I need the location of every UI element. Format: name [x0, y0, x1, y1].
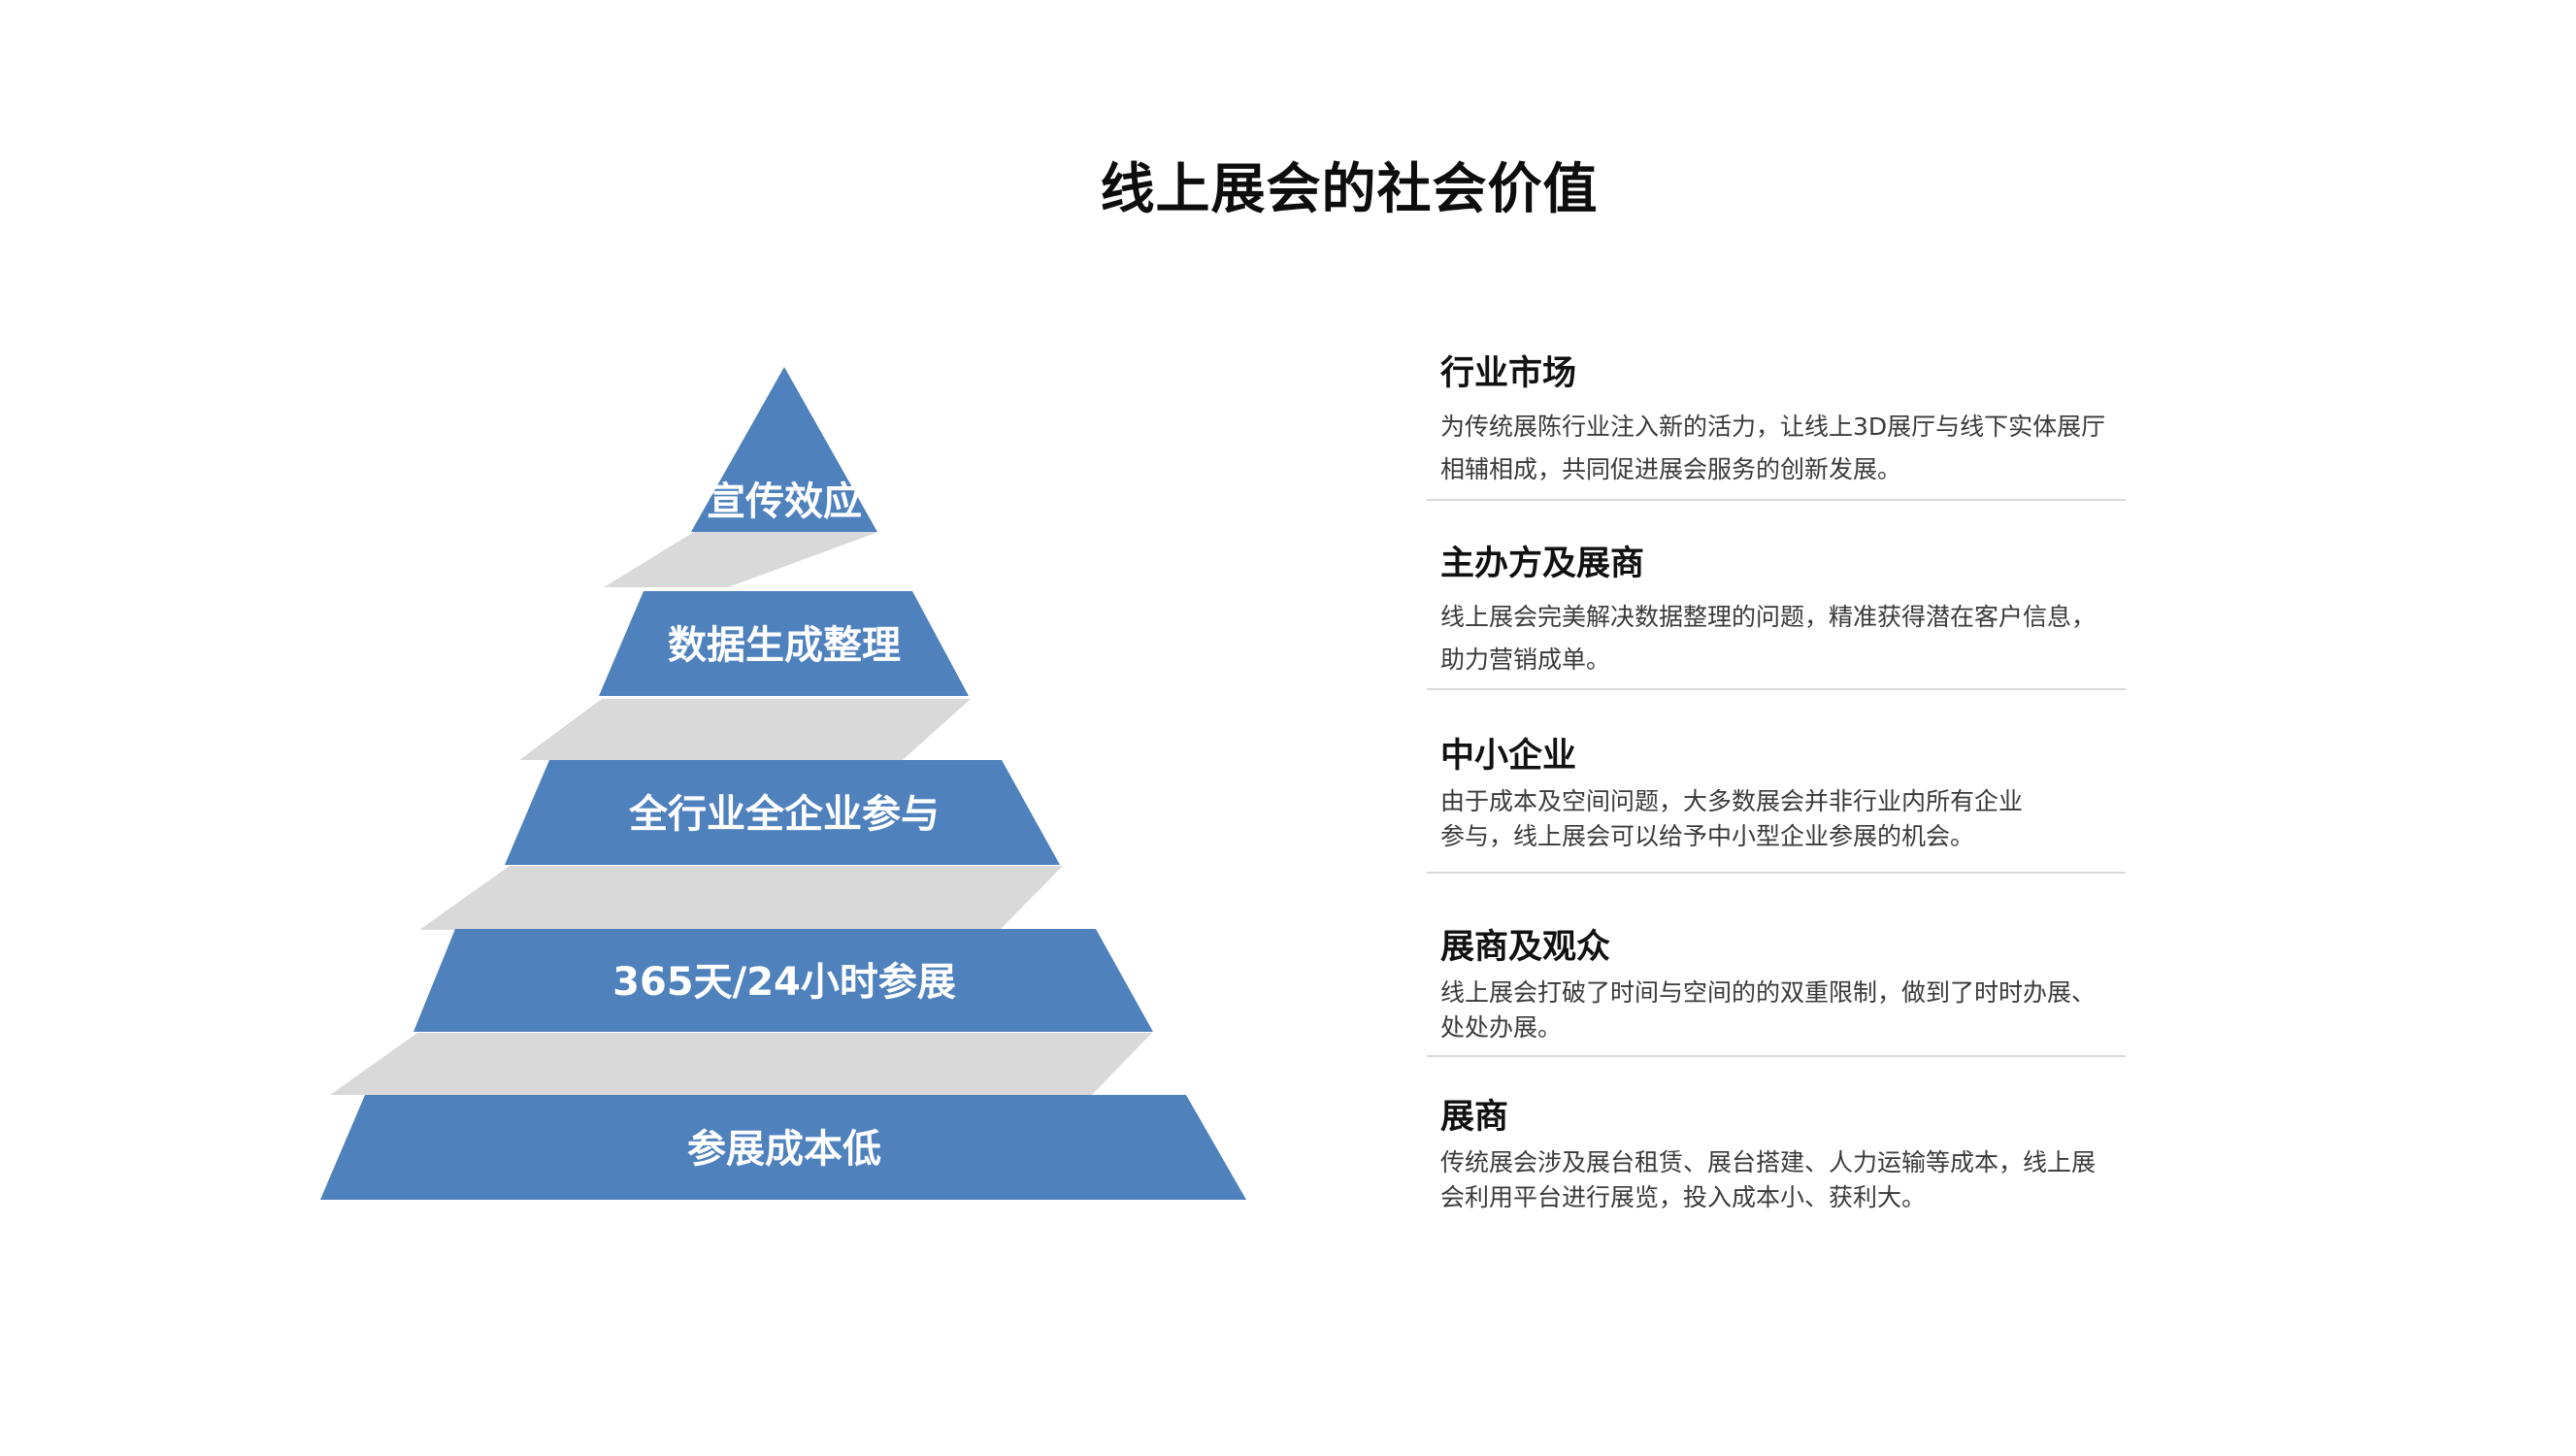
info-text-line: 线上展会打破了时间与空间的的双重限制，做到了时时办展、 [1440, 978, 2097, 1007]
pyramid-connector [419, 866, 1063, 930]
info-text-line: 参与，线上展会可以给予中小型企业参展的机会。 [1440, 822, 1975, 850]
info-text: 为传统展陈行业注入新的活力，让线上3D展厅与线下实体展厅 相辅相成，共同促进展会… [1440, 406, 2120, 491]
info-divider [1427, 499, 2126, 501]
page-title: 线上展会的社会价值 [1100, 158, 1599, 221]
info-heading: 展商 [1440, 1098, 1509, 1137]
info-divider [1427, 872, 2126, 874]
pyramid-tier-label: 参展成本低 [687, 1127, 881, 1172]
info-text-line: 由于成本及空间问题，大多数展会并非行业内所有企业 [1440, 787, 2024, 815]
pyramid-tier-label: 365天/24小时参展 [612, 960, 956, 1005]
pyramid-tier-1 [691, 367, 877, 532]
pyramid-connector [330, 1033, 1152, 1095]
info-text-line: 处处办展。 [1440, 1013, 1563, 1042]
info-divider [1427, 1055, 2126, 1057]
pyramid-connector [519, 699, 971, 760]
pyramid-tier-2 [599, 591, 969, 696]
info-text: 线上展会打破了时间与空间的的双重限制，做到了时时办展、 处处办展。 [1440, 976, 2120, 1045]
pyramid-tier-3 [505, 760, 1060, 865]
info-text-line: 助力营销成单。 [1440, 645, 1611, 674]
info-text: 线上展会完美解决数据整理的问题，精准获得潜在客户信息， 助力营销成单。 [1440, 596, 2120, 681]
info-text-line: 传统展会涉及展台租赁、展台搭建、人力运输等成本，线上展 [1440, 1148, 2097, 1176]
pyramid-connector [604, 532, 878, 587]
pyramid-tier-label: 全行业全企业参与 [628, 792, 940, 837]
pyramid-tier-label: 数据生成整理 [668, 623, 901, 668]
info-text-line: 会利用平台进行展览，投入成本小、获利大。 [1440, 1183, 1927, 1211]
pyramid-tier-label: 宣传效应 [707, 480, 862, 524]
info-heading: 展商及观众 [1440, 928, 1611, 967]
pyramid-tier-4 [413, 929, 1153, 1032]
info-text-line: 为传统展陈行业注入新的活力，让线上3D展厅与线下实体展厅 [1440, 413, 2106, 441]
info-text: 由于成本及空间问题，大多数展会并非行业内所有企业 参与，线上展会可以给予中小型企… [1440, 784, 2120, 854]
info-heading: 行业市场 [1440, 354, 1577, 393]
info-text: 传统展会涉及展台租赁、展台搭建、人力运输等成本，线上展 会利用平台进行展览，投入… [1440, 1145, 2120, 1215]
info-list: 行业市场 为传统展陈行业注入新的活力，让线上3D展厅与线下实体展厅 相辅相成，共… [1427, 0, 2126, 1456]
info-text-line: 线上展会完美解决数据整理的问题，精准获得潜在客户信息， [1440, 603, 2097, 631]
info-divider [1427, 688, 2126, 690]
info-text-line: 相辅相成，共同促进展会服务的创新发展。 [1440, 455, 1902, 483]
pyramid-tier-5 [320, 1095, 1246, 1200]
info-heading: 中小企业 [1440, 737, 1577, 776]
info-heading: 主办方及展商 [1440, 545, 1645, 583]
